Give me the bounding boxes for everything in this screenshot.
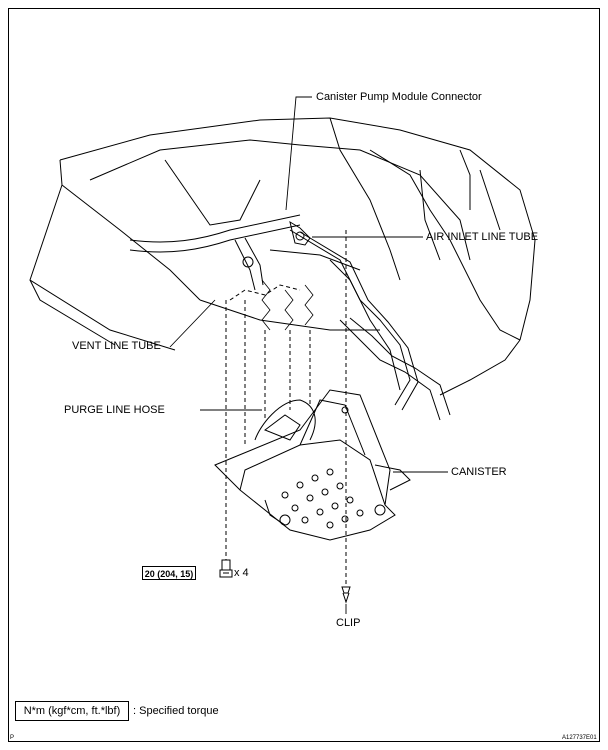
torque-value-box: 20 (204, 15) bbox=[142, 566, 196, 580]
leader-lines bbox=[169, 96, 448, 614]
label-purge-line-hose: PURGE LINE HOSE bbox=[64, 404, 165, 416]
clip-icon bbox=[341, 586, 351, 604]
label-clip: CLIP bbox=[336, 617, 361, 629]
hatch-pattern bbox=[261, 279, 314, 331]
canister-rib-holes bbox=[281, 468, 364, 529]
legend-description: : Specified torque bbox=[133, 705, 219, 717]
canister-body bbox=[214, 389, 411, 541]
bolt-quantity: x 4 bbox=[234, 567, 249, 579]
assembly-dashed-lines bbox=[225, 230, 347, 585]
figure-frame bbox=[8, 8, 600, 742]
label-vent-line-tube: VENT LINE TUBE bbox=[72, 340, 161, 352]
underbody-outline bbox=[29, 117, 536, 396]
label-air-inlet-line-tube: AIR INLET LINE TUBE bbox=[426, 231, 539, 243]
bolt-icon bbox=[219, 559, 233, 578]
label-canister-pump-module-connector: Canister Pump Module Connector bbox=[316, 91, 482, 103]
label-canister: CANISTER bbox=[451, 466, 507, 478]
figure-id: A127737E01 bbox=[562, 735, 597, 741]
tube-lines bbox=[129, 214, 451, 421]
footer-left-mark: P bbox=[10, 735, 15, 741]
legend-unit-box: N*m (kgf*cm, ft.*lbf) bbox=[15, 701, 129, 721]
